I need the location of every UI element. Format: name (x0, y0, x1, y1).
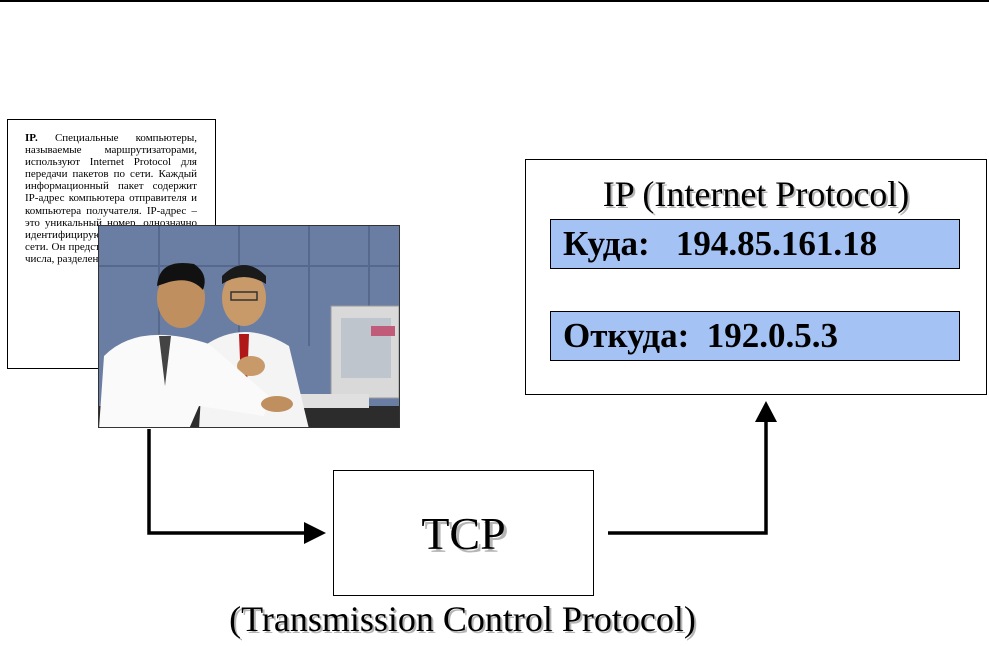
tcp-box: TCP (333, 470, 594, 596)
tcp-label: TCP (421, 508, 506, 559)
photo-to-tcp-arrowhead (304, 522, 326, 544)
tcp-caption: (Transmission Control Protocol) (229, 599, 696, 639)
photo-to-tcp-arrow (147, 429, 306, 535)
people-at-computer-photo (98, 225, 400, 428)
document-bold-lead: IP. (25, 132, 38, 144)
ip-header-box: IP (Internet Protocol) Куда: 194.85.161.… (525, 159, 987, 395)
tcp-to-ip-arrow (608, 420, 768, 535)
source-address-field: Откуда: 192.0.5.3 (550, 311, 960, 361)
top-rule (0, 0, 989, 2)
photo-illustration (99, 226, 399, 427)
tcp-to-ip-arrowhead (755, 401, 777, 422)
ip-header-title: IP (Internet Protocol) (602, 174, 910, 214)
destination-address-field: Куда: 194.85.161.18 (550, 219, 960, 269)
